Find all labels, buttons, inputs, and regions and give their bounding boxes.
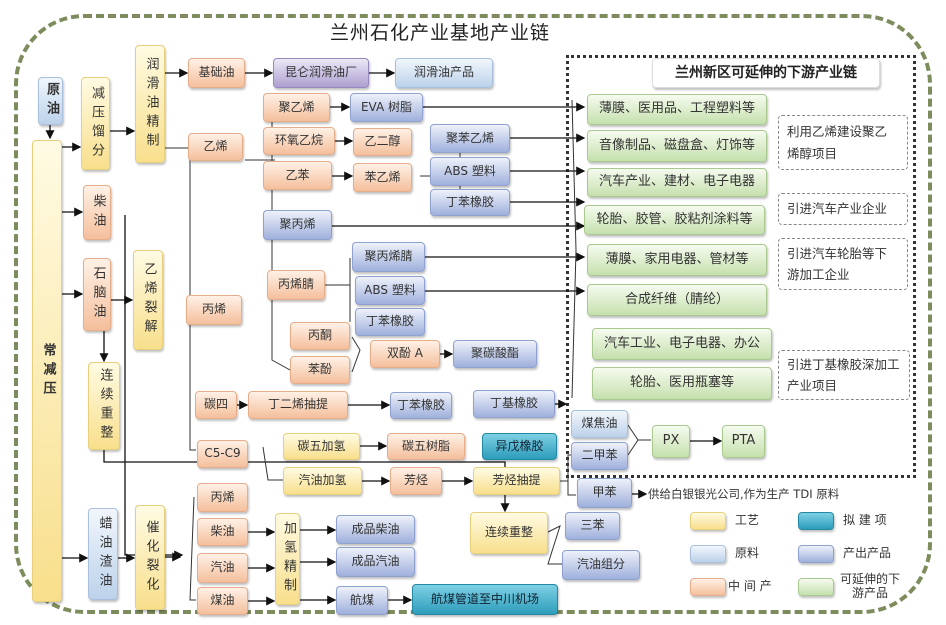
downstream-product: 音像制品、磁盘盒、灯饰等 xyxy=(587,130,767,162)
node-c5c9: C5-C9 xyxy=(197,440,248,468)
node-pp: 聚丙烯 xyxy=(263,210,332,240)
node-eb: 乙苯 xyxy=(263,161,332,190)
node-arom: 芳烃 xyxy=(390,467,442,495)
node-kunlun: 昆仑润滑油厂 xyxy=(273,58,369,88)
downstream-dotted-region xyxy=(566,55,916,478)
node-sbr1: 丁苯橡胶 xyxy=(430,189,510,216)
node-btx: 三苯 xyxy=(565,512,620,540)
node-jetpipe: 航煤管道至中川机场 xyxy=(412,584,558,615)
node-atm: 常减压 xyxy=(32,140,62,602)
brace-connector xyxy=(271,240,291,371)
node-propylene: 丙烯 xyxy=(186,295,242,325)
node-diesel2: 柴油 xyxy=(197,518,248,546)
brace-connector xyxy=(627,424,639,456)
node-phenol: 苯酚 xyxy=(290,356,350,384)
legend-label-planned: 拟 建 项 xyxy=(843,513,887,528)
node-eva: EVA 树脂 xyxy=(350,93,423,122)
node-gasoline2: 汽油 xyxy=(197,553,248,583)
node-pta: PTA xyxy=(722,425,765,458)
brace-connector xyxy=(189,148,196,451)
node-eg: 乙二醇 xyxy=(353,128,412,156)
node-reform1: 连续重整 xyxy=(88,362,120,450)
downstream-project: 利用乙烯建设聚乙烯醇项目 xyxy=(778,115,908,170)
node-reform2: 连续重整 xyxy=(470,512,548,554)
legend-label-downstream: 可延伸的下游产品 xyxy=(840,572,901,600)
node-sbr3: 丁苯橡胶 xyxy=(390,392,452,419)
node-fdiesel: 成品柴油 xyxy=(336,515,415,544)
node-an: 丙烯腈 xyxy=(267,270,325,300)
node-c4: 碳四 xyxy=(195,391,237,419)
node-c5resin: 碳五树脂 xyxy=(387,433,465,460)
node-gascomp: 汽油组分 xyxy=(562,550,640,580)
legend-label-product: 产出产品 xyxy=(843,546,892,561)
downstream-project: 引进丁基橡胶深加工产业项目 xyxy=(778,350,910,400)
node-aromext: 芳烃抽提 xyxy=(473,467,560,495)
node-waxoil: 蜡油渣油 xyxy=(88,508,118,600)
node-fgasoline: 成品汽油 xyxy=(336,547,415,577)
node-xylene: 二甲苯 xyxy=(571,442,628,470)
downstream-project: 引进汽车轮胎等下游加工企业 xyxy=(778,238,908,290)
legend-swatch-raw xyxy=(690,545,726,563)
brace-connector xyxy=(571,99,577,399)
node-coaltar: 煤焦油 xyxy=(571,410,628,438)
node-gashyd: 汽油加氢 xyxy=(283,467,362,495)
legend-swatch-planned xyxy=(798,512,834,530)
legend-swatch-product xyxy=(798,545,834,563)
node-crude: 原油 xyxy=(38,77,63,125)
node-abs1: ABS 塑料 xyxy=(430,157,510,186)
node-acetone: 丙酮 xyxy=(290,322,350,350)
downstream-header: 兰州新区可延伸的下游产业链 xyxy=(652,58,880,88)
node-lubprod: 润滑油产品 xyxy=(395,58,493,88)
node-pc: 聚碳酸酯 xyxy=(453,340,537,368)
downstream-product: 轮胎、胶管、胶粘剂涂料等 xyxy=(584,205,765,235)
brace-connector xyxy=(189,496,196,601)
legend-label-process: 工艺 xyxy=(735,513,760,528)
node-sbr2: 丁苯橡胶 xyxy=(355,308,425,336)
node-ir: 异戊橡胶 xyxy=(482,433,557,460)
node-sm: 苯乙烯 xyxy=(353,163,412,192)
node-abs2: ABS 塑料 xyxy=(355,276,425,305)
node-ethcrack: 乙烯裂解 xyxy=(133,250,163,350)
node-kerosene: 煤油 xyxy=(197,587,248,615)
brace-connector xyxy=(547,525,562,565)
node-bpa: 双酚 A xyxy=(370,340,440,368)
diagram-title: 兰州石化产业基地产业链 xyxy=(330,22,551,44)
downstream-product: 合成纤维（腈纶） xyxy=(587,284,767,316)
node-baseoil: 基础油 xyxy=(188,58,245,88)
legend-swatch-downstream xyxy=(798,578,834,596)
downstream-product: 汽车工业、电子电器、办公 xyxy=(592,328,772,360)
node-toluene: 甲苯 xyxy=(577,478,632,508)
downstream-product: 轮胎、医用瓶塞等 xyxy=(592,367,772,400)
brace-connector xyxy=(560,454,572,482)
downstream-product: 汽车产业、建材、电子电器 xyxy=(587,168,767,197)
node-butext: 丁二烯抽提 xyxy=(248,391,348,419)
node-hydro: 加氢精制 xyxy=(275,513,300,605)
node-px: PX xyxy=(652,425,690,458)
brace-connector xyxy=(567,481,576,496)
node-c5hyd: 碳五加氢 xyxy=(283,433,360,460)
node-pe: 聚乙烯 xyxy=(263,93,330,122)
node-lubref: 润滑油精制 xyxy=(135,45,165,163)
node-jet: 航煤 xyxy=(336,586,388,615)
node-fcc: 催化裂化 xyxy=(135,505,165,610)
legend-swatch-intermediate xyxy=(690,578,726,596)
node-vacdist: 减压馏分 xyxy=(81,77,110,170)
downstream-project: 引进汽车产业企业 xyxy=(778,193,908,225)
node-iir: 丁基橡胶 xyxy=(473,390,555,418)
node-naphtha: 石脑油 xyxy=(83,258,111,331)
legend-label-intermediate: 中 间 产 xyxy=(728,579,772,594)
brace-connector xyxy=(351,336,361,373)
brace-connector xyxy=(262,446,283,481)
node-tdi: 供给白银银光公司,作为生产 TDI 原料 xyxy=(648,487,840,502)
node-eo: 环氧乙烷 xyxy=(263,127,335,155)
legend-swatch-process xyxy=(690,512,726,530)
legend-label-raw: 原料 xyxy=(735,546,760,561)
node-pan: 聚丙烯腈 xyxy=(352,242,425,272)
node-diesel1: 柴油 xyxy=(83,185,111,240)
node-ps: 聚苯乙烯 xyxy=(430,124,510,153)
node-propylene2: 丙烯 xyxy=(197,483,248,512)
downstream-product: 薄膜、医用品、工程塑料等 xyxy=(587,94,767,125)
node-ethylene: 乙烯 xyxy=(188,133,243,161)
downstream-product: 薄膜、家用电器、管材等 xyxy=(587,244,767,276)
